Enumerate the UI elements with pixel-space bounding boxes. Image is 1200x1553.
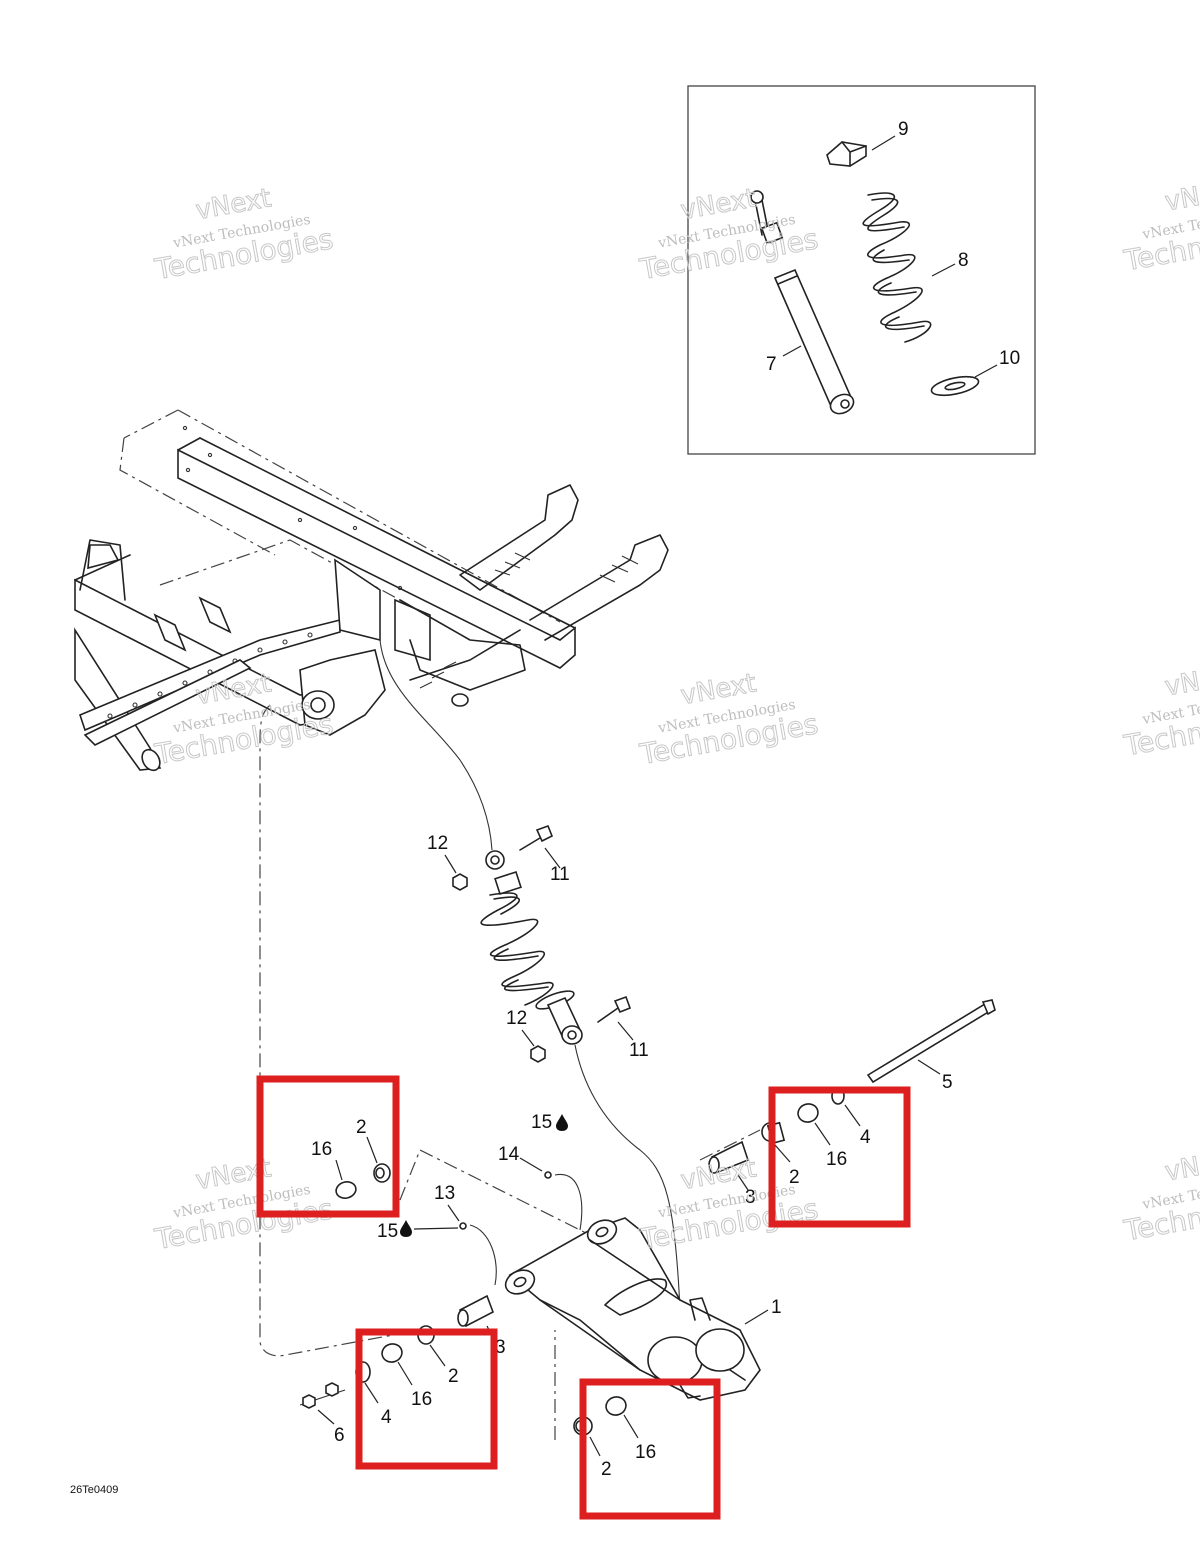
watermark-top-left: vNext vNext Technologies Technologies: [151, 183, 336, 287]
callout-10: 10: [999, 348, 1020, 369]
callout-13: 13: [434, 1183, 455, 1204]
callout-16: 16: [411, 1389, 432, 1410]
callout-2: 2: [448, 1366, 459, 1387]
watermark-low-left: vNext vNext Technologies Technologies: [151, 1153, 336, 1257]
watermark-top-right: vNext vNext Technologies Technologies: [1121, 174, 1200, 278]
spring-cap-part: [826, 141, 867, 167]
highlight-box-left-lower: [355, 1328, 498, 1470]
callout-12: 12: [506, 1008, 527, 1029]
callout-9: 9: [898, 119, 909, 140]
watermark-top-center: vNext vNext Technologies Technologies: [636, 183, 821, 287]
callout-6: 6: [334, 1425, 345, 1446]
spring-retainer-part: [930, 375, 980, 397]
watermark-low-center: vNext vNext Technologies Technologies: [636, 1153, 821, 1257]
callout-4: 4: [381, 1407, 392, 1428]
upper-shock-bolt-part: [519, 824, 561, 869]
callout-3: 3: [745, 1187, 756, 1208]
callout-15: 15: [377, 1221, 398, 1242]
lower-shock-bolt-part: [597, 995, 634, 1041]
oil-drop-icon: [556, 1114, 568, 1131]
callout-2: 2: [601, 1459, 612, 1480]
shock-absorber-part: [750, 190, 855, 415]
callout-5: 5: [942, 1072, 953, 1093]
callout-7: 7: [766, 354, 777, 375]
callout-labels: 12 11 12 11 5 15 4 2 16 14 16 2 13 3 15 …: [311, 833, 953, 1480]
coil-spring-part: [862, 192, 932, 343]
upper-shock-nut-part: [444, 854, 468, 891]
callout-16: 16: [635, 1442, 656, 1463]
pivot-bolt-part: [866, 999, 996, 1084]
svg-text:vNext: vNext: [1163, 175, 1200, 218]
callout-14: 14: [498, 1144, 520, 1165]
highlight-box-center-lower: [579, 1378, 721, 1520]
callout-2: 2: [356, 1117, 367, 1138]
diagram-reference-code: 26Te0409: [70, 1484, 118, 1496]
callout-2: 2: [789, 1167, 800, 1188]
explode-guide-lines: [259, 600, 761, 1440]
callout-16: 16: [311, 1139, 332, 1160]
watermark-mid-center: vNext vNext Technologies Technologies: [636, 668, 821, 772]
vehicle-frame-assembly: [74, 409, 669, 772]
callout-1: 1: [771, 1297, 782, 1318]
callout-11: 11: [550, 864, 570, 885]
callout-16: 16: [826, 1149, 847, 1170]
watermark-low-right: vNext vNext Technologies Technologies: [1121, 1144, 1200, 1248]
swing-arm-part: [504, 1217, 769, 1401]
grease-fittings: [413, 1157, 552, 1230]
left-lower-bushing-group: [302, 1294, 494, 1425]
svg-text:vNext: vNext: [1163, 660, 1200, 703]
shock-detail-inset: 9 8 7 10: [687, 85, 1036, 455]
callout-11: 11: [629, 1040, 649, 1061]
left-upper-bushing-group: [335, 1136, 391, 1199]
shock-absorber-assembly: [480, 850, 583, 1045]
callout-8: 8: [958, 250, 969, 271]
watermark-mid-right: vNext vNext Technologies Technologies: [1121, 659, 1200, 763]
callout-12: 12: [427, 833, 448, 854]
highlight-box-left-upper: [256, 1075, 400, 1218]
oil-drop-icon: [400, 1220, 412, 1237]
svg-text:vNext: vNext: [1163, 1145, 1200, 1188]
highlight-box-right-upper: [768, 1086, 911, 1228]
callout-4: 4: [860, 1127, 871, 1148]
callout-3: 3: [495, 1337, 506, 1358]
lower-shock-nut-part: [521, 1029, 546, 1063]
callout-15: 15: [531, 1112, 552, 1133]
